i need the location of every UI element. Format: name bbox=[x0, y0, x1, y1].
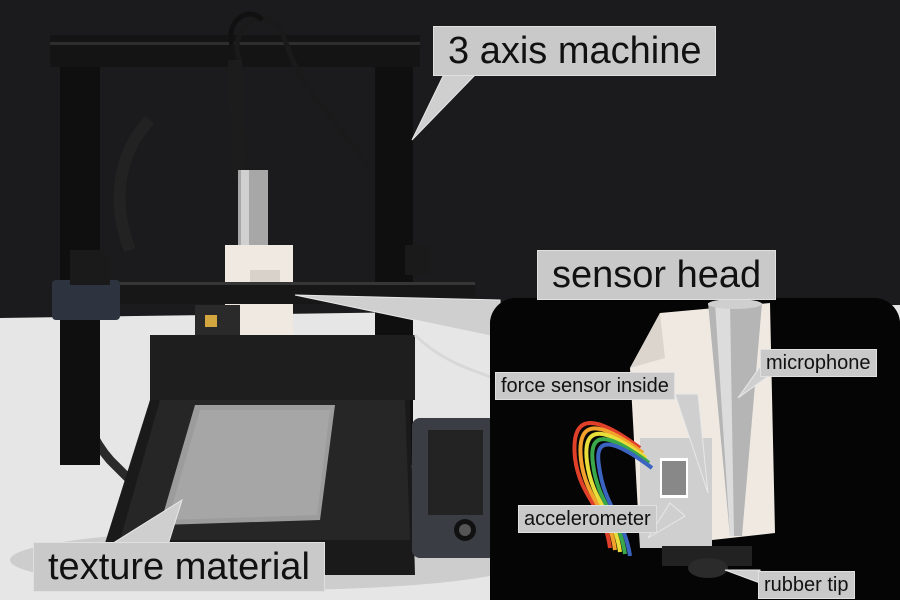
pointer-force-sensor bbox=[674, 393, 709, 494]
sensor-head-inset bbox=[490, 298, 900, 600]
label-microphone: microphone bbox=[760, 349, 877, 377]
label-accelerometer: accelerometer bbox=[518, 505, 657, 533]
label-texture-material: texture material bbox=[33, 542, 325, 592]
label-3-axis-machine: 3 axis machine bbox=[433, 26, 717, 76]
inset-drawing bbox=[490, 298, 900, 600]
motor-block bbox=[52, 280, 120, 320]
label-force-sensor: force sensor inside bbox=[495, 372, 675, 400]
label-rubber-tip: rubber tip bbox=[758, 571, 855, 599]
inset-rubber-tip bbox=[688, 558, 728, 578]
pointer-accelerometer bbox=[647, 502, 686, 539]
label-sensor-head: sensor head bbox=[537, 250, 777, 300]
sensor-cable bbox=[234, 16, 373, 172]
